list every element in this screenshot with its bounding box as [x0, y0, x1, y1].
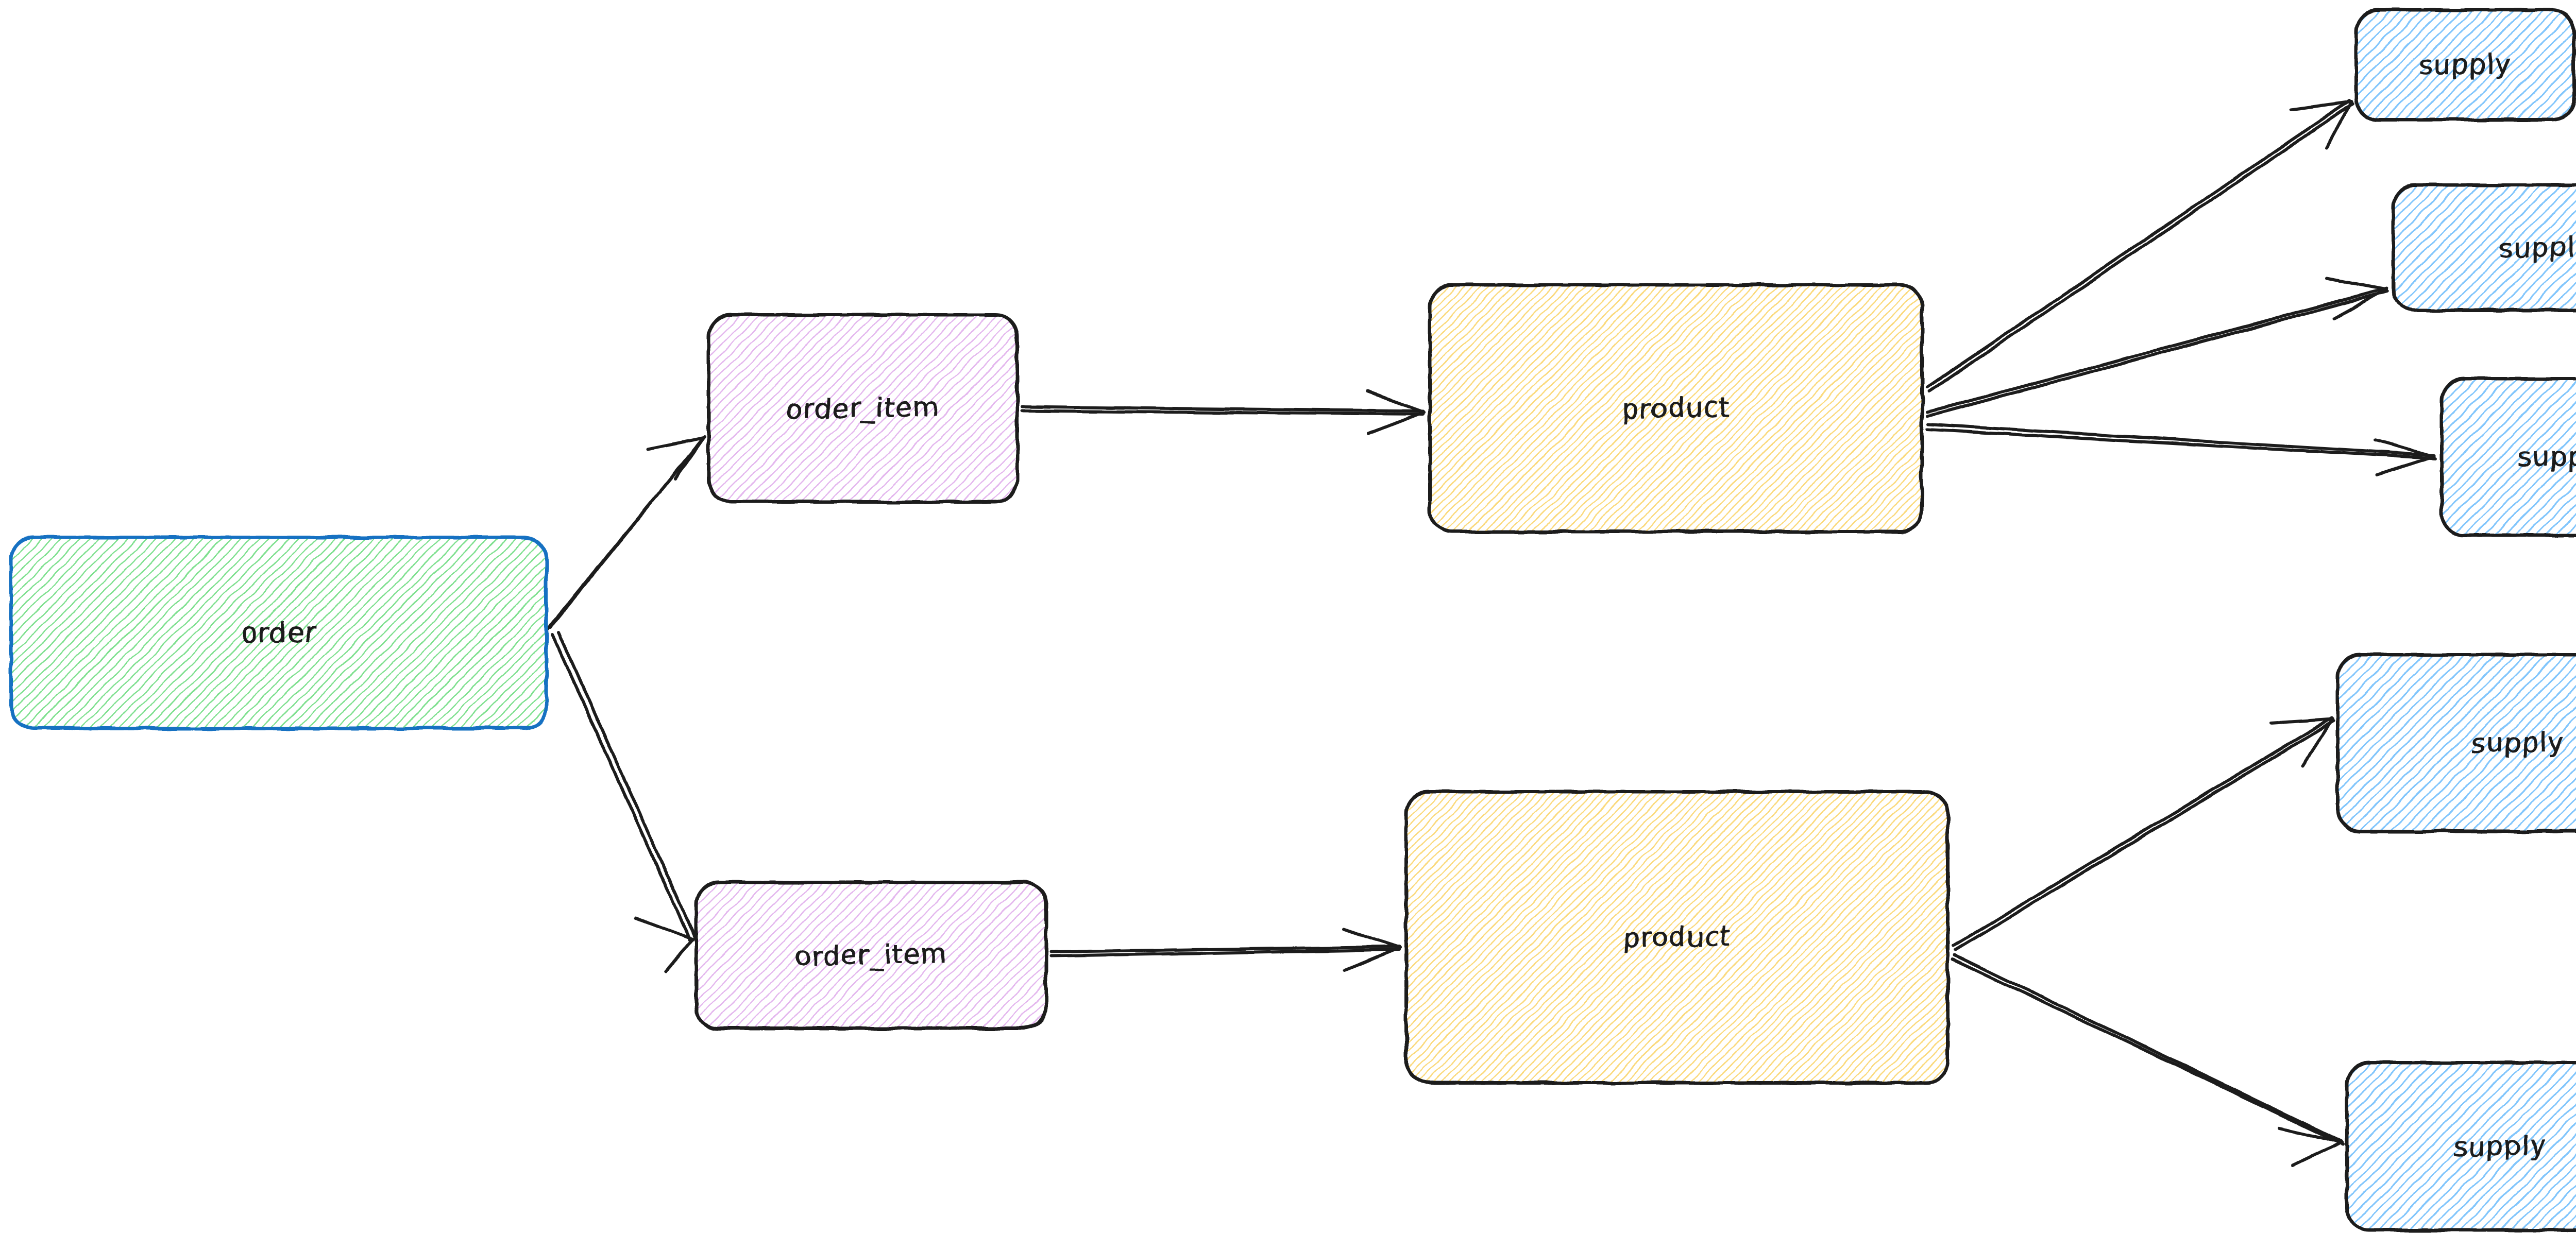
- node-product-top[interactable]: product: [1428, 283, 1924, 534]
- edge-order-item-top-to-product-top: [1021, 390, 1426, 435]
- edge-order-to-order-item-bottom: [551, 631, 697, 973]
- node-label: supply: [2499, 231, 2576, 264]
- edge-product-top-to-supply-2: [1926, 277, 2389, 418]
- node-label: supply: [2453, 1130, 2547, 1163]
- node-supply-1[interactable]: supply: [2354, 8, 2576, 122]
- edge-order-to-order-item-top: [546, 435, 706, 631]
- edge-product-bottom-to-supply-4: [1952, 716, 2335, 951]
- node-label: product: [1621, 391, 1731, 425]
- edge-order-item-bottom-to-product-bottom: [1049, 928, 1402, 972]
- node-label: supply: [2418, 48, 2512, 81]
- node-label: order_item: [786, 391, 940, 425]
- edge-product-top-to-supply-3: [1925, 423, 2437, 476]
- node-label: supply: [2517, 440, 2576, 473]
- node-order[interactable]: order: [9, 536, 548, 730]
- node-label: supply: [2471, 727, 2565, 760]
- edge-product-bottom-to-supply-5: [1951, 953, 2345, 1168]
- node-label: order: [241, 616, 317, 649]
- node-supply-2[interactable]: supply: [2392, 183, 2576, 312]
- edge-product-top-to-supply-1: [1925, 99, 2354, 393]
- node-supply-3[interactable]: supply: [2440, 377, 2576, 537]
- node-product-bottom[interactable]: product: [1404, 790, 1950, 1085]
- node-supply-5[interactable]: supply: [2345, 1061, 2576, 1232]
- node-order-item-top[interactable]: order_item: [707, 313, 1019, 504]
- node-label: product: [1622, 920, 1732, 954]
- node-supply-4[interactable]: supply: [2336, 653, 2576, 833]
- node-label: order_item: [794, 938, 948, 972]
- node-order-item-bottom[interactable]: order_item: [694, 881, 1048, 1030]
